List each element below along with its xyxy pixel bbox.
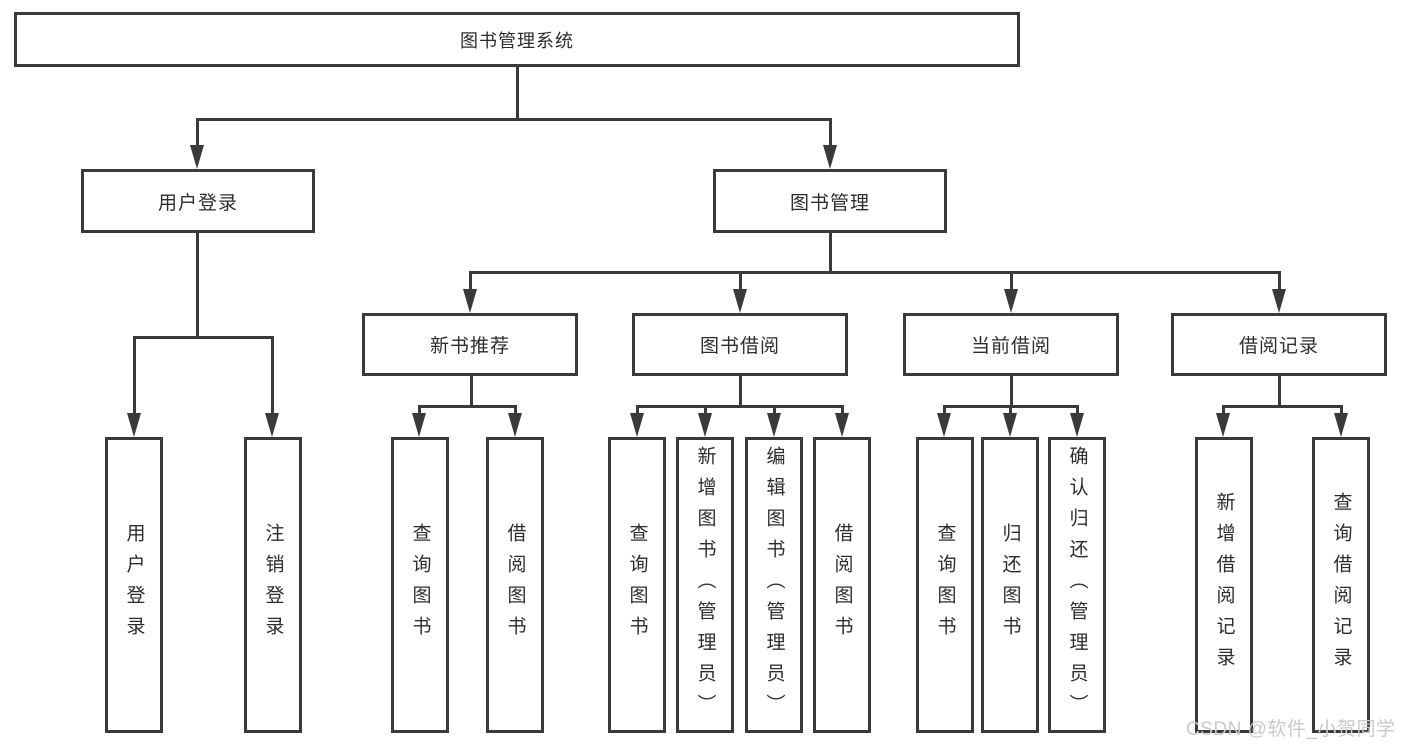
node-new-book-recommendation: 新书推荐	[362, 313, 578, 376]
arrow-down-icon	[508, 413, 522, 437]
arrow-down-icon	[823, 145, 837, 169]
leaf-query-books-borrow: 查询图书	[608, 437, 666, 733]
leaf-user-login: 用户登录	[105, 437, 163, 733]
csdn-watermark: CSDN @软件_小贺同学	[1186, 719, 1396, 740]
connector-line	[132, 337, 136, 415]
node-book-borrowing: 图书借阅	[632, 313, 848, 376]
connector-line	[195, 119, 199, 147]
connector-line	[469, 270, 1281, 274]
connector-line	[942, 406, 946, 415]
connector-line	[1277, 272, 1281, 291]
leaf-label: 查询图书	[409, 523, 431, 647]
connector-line	[635, 406, 639, 415]
connector-line	[738, 272, 742, 291]
connector-line	[828, 233, 832, 274]
node-label: 图书管理	[789, 192, 870, 214]
connector-line	[1277, 376, 1281, 408]
connector-line	[196, 117, 832, 121]
leaf-query-books-current: 查询图书	[916, 437, 974, 733]
leaf-label: 确认归还（管理员）	[1066, 445, 1088, 725]
arrow-down-icon	[1003, 413, 1017, 437]
connector-line	[636, 404, 844, 408]
node-current-borrowing: 当前借阅	[903, 313, 1119, 376]
connector-line	[195, 233, 199, 339]
node-label: 图书借阅	[699, 336, 780, 357]
leaf-label: 归还图书	[999, 523, 1021, 647]
arrow-down-icon	[463, 289, 477, 313]
connector-line	[703, 406, 707, 415]
connector-line	[469, 376, 473, 408]
arrow-down-icon	[630, 413, 644, 437]
leaf-label: 查询借阅记录	[1330, 492, 1352, 678]
leaf-label: 用户登录	[123, 523, 145, 647]
connector-line	[1222, 404, 1343, 408]
connector-line	[513, 406, 517, 415]
connector-line	[1221, 406, 1225, 415]
arrow-down-icon	[190, 145, 204, 169]
node-label: 图书管理系统	[460, 30, 574, 51]
arrow-down-icon	[265, 413, 279, 437]
node-label: 借阅记录	[1238, 336, 1319, 357]
leaf-edit-books-admin: 编辑图书（管理员）	[745, 437, 803, 733]
connector-line	[133, 335, 274, 339]
arrow-down-icon	[1334, 413, 1348, 437]
leaf-add-books-admin: 新增图书（管理员）	[676, 437, 734, 733]
arrow-down-icon	[698, 413, 712, 437]
node-root-library-system: 图书管理系统	[14, 12, 1020, 67]
arrow-down-icon	[1272, 289, 1286, 313]
connector-line	[1009, 376, 1013, 408]
node-borrowing-records: 借阅记录	[1171, 313, 1387, 376]
connector-line	[1075, 406, 1079, 415]
node-user-login: 用户登录	[81, 169, 315, 233]
arrow-down-icon	[733, 289, 747, 313]
leaf-logout: 注销登录	[244, 437, 302, 733]
leaf-label: 新增图书（管理员）	[694, 445, 716, 725]
leaf-borrow-books: 借阅图书	[813, 437, 871, 733]
connector-line	[515, 67, 519, 121]
arrow-down-icon	[937, 413, 951, 437]
leaf-label: 新增借阅记录	[1213, 492, 1235, 678]
leaf-label: 注销登录	[262, 523, 284, 647]
leaf-return-books: 归还图书	[981, 437, 1039, 733]
connector-line	[468, 272, 472, 291]
leaf-label: 查询图书	[934, 523, 956, 647]
connector-line	[1009, 272, 1013, 291]
node-label: 当前借阅	[970, 336, 1051, 357]
connector-line	[1339, 406, 1343, 415]
leaf-query-books-new: 查询图书	[391, 437, 449, 733]
node-label: 用户登录	[157, 192, 238, 214]
arrow-down-icon	[1070, 413, 1084, 437]
connector-line	[828, 119, 832, 147]
connector-line	[738, 376, 742, 408]
connector-line	[840, 406, 844, 415]
leaf-label: 借阅图书	[831, 523, 853, 647]
connector-line	[1008, 406, 1012, 415]
arrow-down-icon	[412, 413, 426, 437]
node-book-management: 图书管理	[713, 169, 947, 233]
node-label: 新书推荐	[429, 336, 510, 357]
leaf-borrow-books-new: 借阅图书	[486, 437, 544, 733]
arrow-down-icon	[1216, 413, 1230, 437]
leaf-confirm-return-admin: 确认归还（管理员）	[1048, 437, 1106, 733]
connector-line	[772, 406, 776, 415]
connector-line	[417, 406, 421, 415]
leaf-add-borrow-record: 新增借阅记录	[1195, 437, 1253, 733]
arrow-down-icon	[835, 413, 849, 437]
leaf-label: 编辑图书（管理员）	[763, 445, 785, 725]
arrow-down-icon	[127, 413, 141, 437]
arrow-down-icon	[1004, 289, 1018, 313]
arrow-down-icon	[767, 413, 781, 437]
leaf-label: 查询图书	[626, 523, 648, 647]
leaf-label: 借阅图书	[504, 523, 526, 647]
connector-line	[418, 404, 517, 408]
connector-line	[270, 337, 274, 415]
leaf-query-borrow-record: 查询借阅记录	[1312, 437, 1370, 733]
